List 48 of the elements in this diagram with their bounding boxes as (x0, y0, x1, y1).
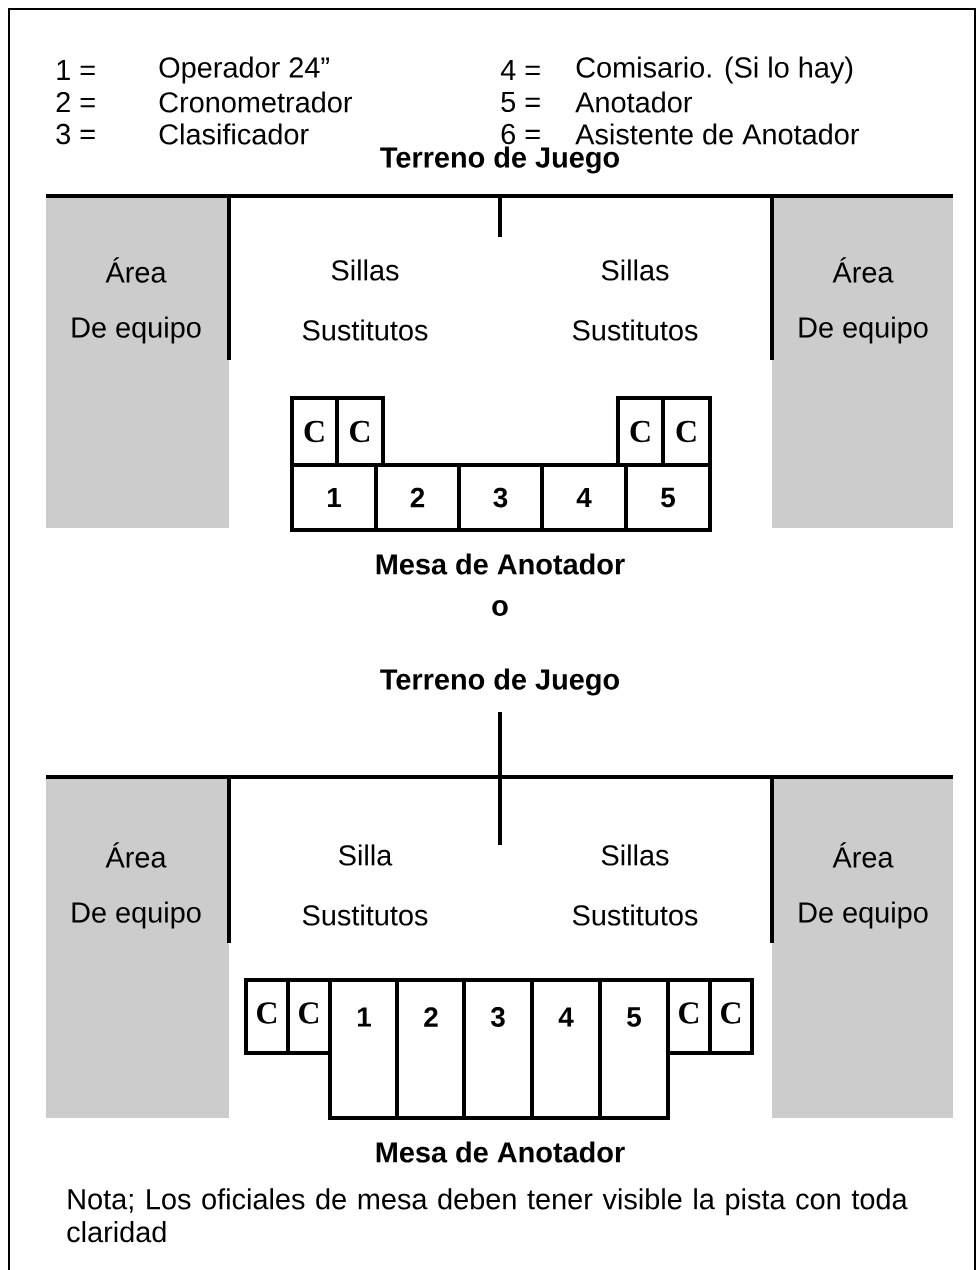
label-text: Sillas (601, 844, 669, 866)
heading: Mesa de Anotador (376, 553, 625, 575)
team-area: Área De equipo (46, 196, 229, 528)
chair-box: C (616, 396, 665, 467)
official-box: 2 (374, 463, 461, 532)
chair-box: C (244, 978, 290, 1055)
label-text: Comisario. (Si lo hay) (576, 56, 853, 84)
label-text: Sustitutos (302, 319, 428, 341)
official-box: 4 (530, 978, 602, 1120)
chair-box: C (661, 396, 712, 467)
official-box: 5 (598, 978, 670, 1120)
team-area: Área De equipo (772, 196, 953, 528)
official-box: 3 (462, 978, 534, 1120)
official-box: 4 (540, 463, 628, 532)
label-text: Cronometrador (159, 91, 352, 113)
chair-box: C (286, 978, 332, 1055)
official-box: 5 (624, 463, 712, 532)
label-text: 6 = (501, 123, 540, 145)
heading: Mesa de Anotador (376, 1141, 625, 1163)
label-text: 4 = (500, 60, 540, 80)
label-text: Sillas (601, 259, 669, 281)
label-text: Sillas (331, 259, 399, 281)
label-text: Silla (339, 844, 393, 866)
label-text: Anotador (575, 91, 692, 113)
team-area: Área De equipo (772, 777, 953, 1118)
label-text: 2 = (56, 91, 95, 113)
note-text: Nota; Los oficiales de mesa deben tener visible la pista con toda claridad (67, 1188, 908, 1243)
label-text: Sustitutos (572, 319, 698, 341)
official-box: 2 (395, 978, 466, 1120)
heading: o (492, 600, 508, 616)
label-text: Sustitutos (302, 904, 428, 926)
official-box: 1 (328, 978, 399, 1120)
label-text: Sustitutos (572, 904, 698, 926)
official-box: 3 (457, 463, 544, 532)
label-text: 5 = (501, 91, 540, 113)
official-box: 1 (290, 463, 378, 532)
chair-box: C (335, 396, 385, 467)
heading: Terreno de Juego (380, 146, 619, 174)
label-text: 3 = (56, 123, 95, 145)
label-text: Clasificador (159, 123, 309, 145)
chair-box: C (290, 396, 339, 467)
chair-box: C (708, 978, 754, 1055)
team-area: Área De equipo (46, 777, 229, 1118)
label-text: 1 = (57, 60, 95, 80)
chair-box: C (666, 978, 712, 1055)
label-text: Operador 24” (159, 56, 329, 84)
heading: Terreno de Juego (380, 668, 619, 696)
label-text: Asistente de Anotador (575, 123, 859, 145)
